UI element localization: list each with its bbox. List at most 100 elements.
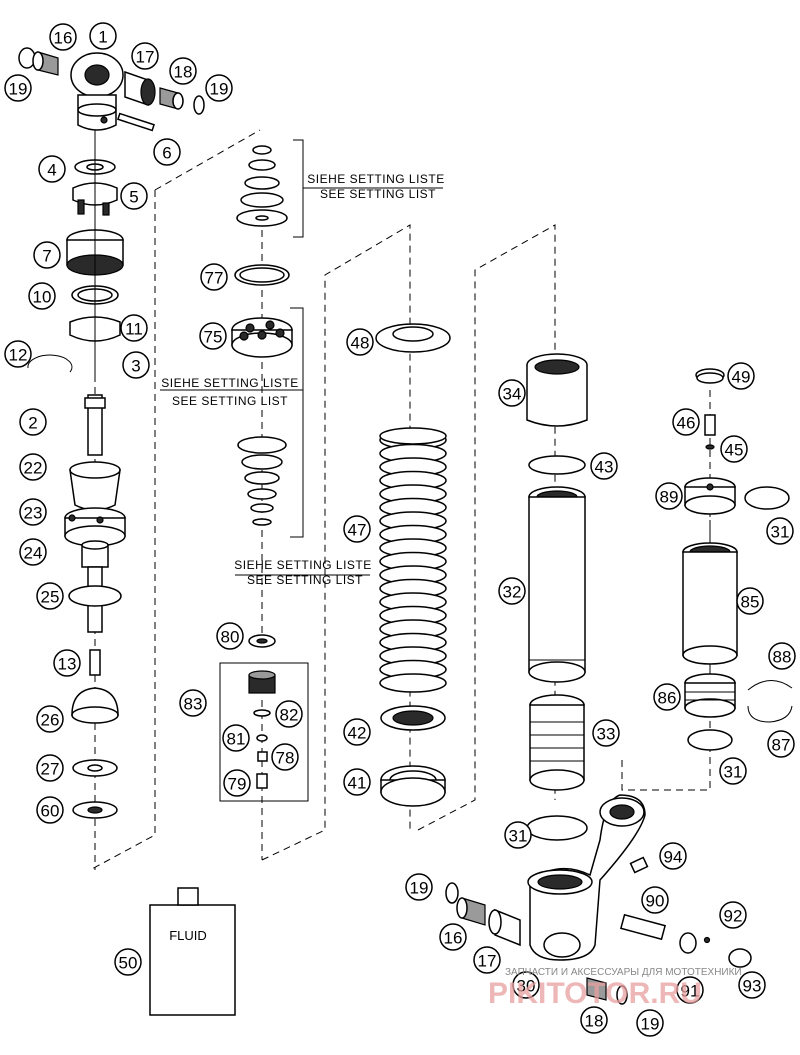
setting-note-3-line2: SEE SETTING LIST: [247, 573, 363, 587]
callout-13: 13: [53, 649, 81, 677]
callout-number: 30: [517, 977, 536, 996]
part-93-knob: [728, 948, 752, 968]
callout-45: 45: [720, 435, 748, 463]
callout-number: 19: [410, 879, 429, 898]
body-group: FLUID: [149, 794, 752, 1016]
callout-19: 19: [205, 74, 233, 102]
callout-48: 48: [346, 328, 374, 356]
part-19-oring-body-left: [445, 882, 459, 904]
callout-89: 89: [655, 482, 683, 510]
callout-83: 83: [179, 689, 207, 717]
callout-19: 19: [405, 873, 433, 901]
part-18-bushing-body: [586, 977, 607, 1001]
setting-note-1-line1: SIEHE SETTING LISTE: [307, 172, 445, 186]
shim-stacks: [219, 145, 309, 802]
callout-24: 24: [19, 538, 47, 566]
part-19-oring-body-right: [616, 985, 628, 1005]
callout-number: 19: [641, 1015, 660, 1034]
callout-26: 26: [36, 705, 64, 733]
part-19-oring-right: [193, 95, 205, 115]
callout-31: 31: [766, 517, 794, 545]
callout-19: 19: [636, 1009, 664, 1037]
reservoir-group: [682, 368, 793, 751]
callout-number: 23: [24, 504, 43, 523]
callout-number: 16: [444, 929, 463, 948]
part-50-fluid-bottle: [149, 904, 236, 1016]
callout-number: 91: [681, 982, 700, 1001]
callout-92: 92: [719, 901, 747, 929]
part-25-oring: [68, 585, 122, 607]
callout-number: 75: [204, 328, 223, 347]
callout-number: 90: [646, 892, 665, 911]
callout-number: 92: [724, 907, 743, 926]
setting-note-2-line1: SIEHE SETTING LISTE: [161, 376, 299, 390]
callout-number: 41: [348, 774, 367, 793]
callout-number: 1: [98, 28, 107, 47]
callout-number: 77: [205, 269, 224, 288]
part-78-bushing: [257, 751, 268, 762]
callout-number: 34: [503, 385, 522, 404]
callout-87: 87: [767, 730, 795, 758]
callout-number: 11: [125, 320, 143, 339]
callout-3: 3: [122, 351, 150, 379]
callout-number: 2: [28, 414, 37, 433]
callout-number: 94: [664, 848, 683, 867]
callout-number: 13: [58, 655, 77, 674]
callout-32: 32: [498, 577, 526, 605]
callout-number: 47: [348, 521, 367, 540]
callout-number: 27: [41, 760, 60, 779]
callout-number: 88: [773, 648, 792, 667]
callout-17: 17: [473, 946, 501, 974]
callout-30: 30: [512, 971, 540, 999]
callout-number: 83: [184, 695, 203, 714]
callout-7: 7: [33, 241, 61, 269]
callout-46: 46: [672, 408, 700, 436]
setting-note-3-line1: SIEHE SETTING LISTE: [234, 558, 372, 572]
callout-19: 19: [4, 74, 32, 102]
callout-18: 18: [580, 1006, 608, 1034]
piston-rod-group: [18, 47, 205, 819]
part-31-circlip-reservoir: [687, 729, 733, 751]
part-12-circlip: [27, 354, 73, 373]
callout-43: 43: [590, 452, 618, 480]
callout-94: 94: [659, 842, 687, 870]
setting-brackets: [160, 139, 370, 576]
callout-number: 93: [743, 977, 762, 996]
callout-81: 81: [222, 724, 250, 752]
callout-number: 19: [210, 80, 229, 99]
callout-number: 81: [227, 730, 246, 749]
callout-85: 85: [736, 587, 764, 615]
callout-number: 16: [54, 29, 73, 48]
watermark: ЗАПЧАСТИ И АКСЕССУАРЫ ДЛЯ МОТОТЕХНИКИ PI…: [488, 967, 742, 1010]
part-88-ring: [747, 680, 793, 691]
callout-77: 77: [200, 263, 228, 291]
callout-number: 45: [725, 441, 744, 460]
callout-number: 6: [162, 144, 171, 163]
callout-number: 17: [136, 48, 155, 67]
part-94-fitting: [629, 856, 649, 874]
part-31-circlip-lower: [526, 815, 588, 841]
callout-5: 5: [120, 182, 148, 210]
callout-75: 75: [199, 322, 227, 350]
callout-number: 31: [771, 523, 790, 542]
callout-41: 41: [343, 768, 371, 796]
callout-number: 43: [595, 458, 614, 477]
part-47-spring: [379, 427, 447, 693]
callout-number: 87: [772, 736, 791, 755]
part-92-ball: [703, 936, 711, 944]
callout-number: 33: [597, 725, 616, 744]
watermark-small-text: ЗАПЧАСТИ И АКСЕССУАРЫ ДЛЯ МОТОТЕХНИКИ: [505, 967, 742, 978]
callout-number: 85: [741, 593, 760, 612]
callout-82: 82: [275, 700, 303, 728]
callout-number: 3: [131, 357, 140, 376]
callout-25: 25: [36, 582, 64, 610]
part-87-ring: [747, 705, 793, 723]
callout-number: 10: [33, 288, 52, 307]
callout-number: 60: [41, 802, 60, 821]
callout-number: 17: [478, 952, 497, 971]
callout-18: 18: [169, 57, 197, 85]
callout-number: 48: [351, 334, 370, 353]
callout-2: 2: [19, 408, 47, 436]
callout-number: 46: [677, 414, 696, 433]
callout-34: 34: [498, 379, 526, 407]
